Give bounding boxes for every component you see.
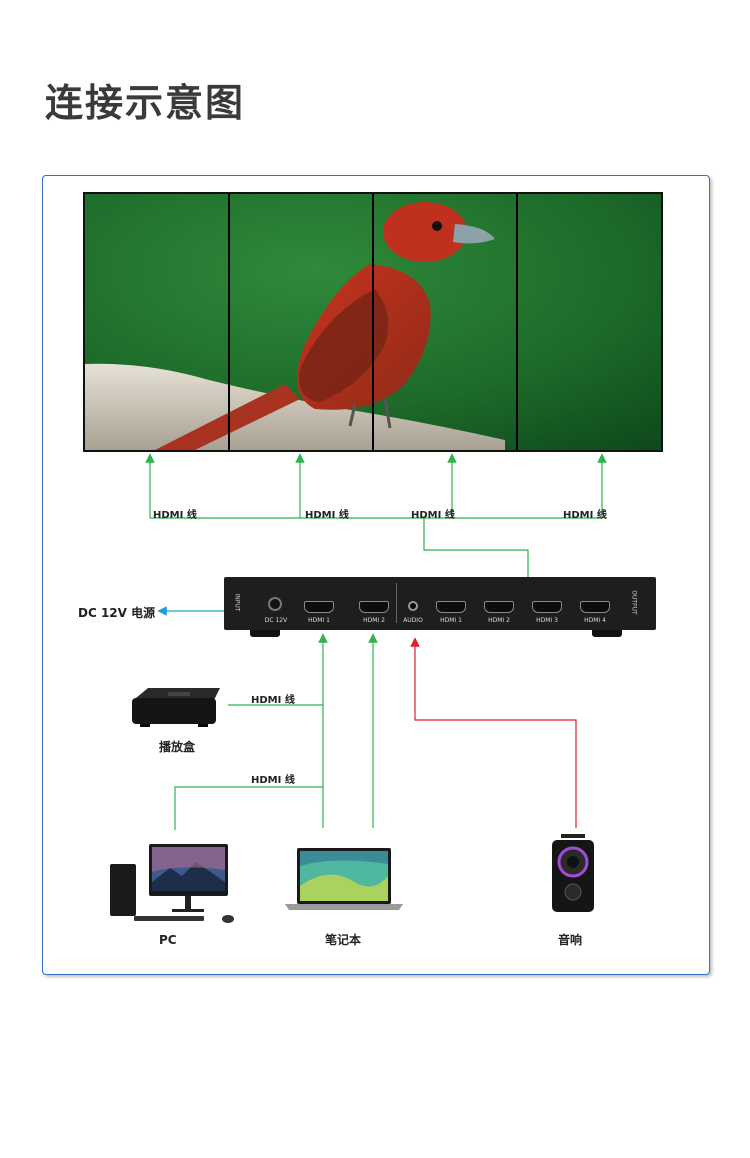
hdmi-in-1-port xyxy=(304,601,334,613)
hdmi-out-4-label: HDMI 4 xyxy=(584,617,606,624)
laptop-icon xyxy=(285,848,403,910)
pc-cable-label: HDMI 线 xyxy=(251,775,295,786)
box-cable-label: HDMI 线 xyxy=(251,695,295,706)
bird-image xyxy=(85,194,661,450)
pc-label: PC xyxy=(159,933,177,947)
hdmi-in-1-label: HDMI 1 xyxy=(308,617,330,624)
wall-cable-label-1: HDMI 线 xyxy=(153,510,197,521)
hdmi-out-2-port xyxy=(484,601,514,613)
dc-port xyxy=(268,597,282,611)
audio-cable xyxy=(410,637,577,828)
device-foot-right xyxy=(592,630,622,637)
hdmi-out-3-port xyxy=(532,601,562,613)
pc-icon xyxy=(110,844,234,923)
hdmi-out-3-label: HDMI 3 xyxy=(536,617,558,624)
audio-port xyxy=(408,601,418,611)
wall-cable-label-2: HDMI 线 xyxy=(305,510,349,521)
speaker-label: 音响 xyxy=(558,933,583,947)
hdmi-out-2-label: HDMI 2 xyxy=(488,617,510,624)
input-side-label: INPUT xyxy=(233,593,241,612)
hdmi-in-2-label: HDMI 2 xyxy=(363,617,385,624)
wall-cable-label-4: HDMI 线 xyxy=(563,510,607,521)
audio-port-label: AUDIO xyxy=(403,617,423,624)
hdmi-out-1-label: HDMI 1 xyxy=(440,617,462,624)
video-wall xyxy=(83,192,663,452)
dc-port-label: DC 12V xyxy=(264,617,288,624)
hdmi-out-1-port xyxy=(436,601,466,613)
splicer-device: INPUT OUTPUT DC 12V HDMI 1 HDMI 2 AUDIO … xyxy=(224,577,656,630)
power-label: DC 12V 电源 xyxy=(78,606,156,620)
diagram-frame xyxy=(42,175,710,975)
media-box-icon xyxy=(132,688,220,727)
hdmi-in-2-port xyxy=(359,601,389,613)
speaker-icon xyxy=(552,834,594,912)
hdmi-out-4-port xyxy=(580,601,610,613)
media-box-label: 播放盒 xyxy=(159,740,196,754)
page-title: 连接示意图 xyxy=(45,81,246,125)
wall-cable-label-3: HDMI 线 xyxy=(411,510,455,521)
output-side-label: OUTPUT xyxy=(630,590,638,615)
laptop-label: 笔记本 xyxy=(325,933,362,947)
pc-cable xyxy=(174,786,323,830)
device-foot-left xyxy=(250,630,280,637)
